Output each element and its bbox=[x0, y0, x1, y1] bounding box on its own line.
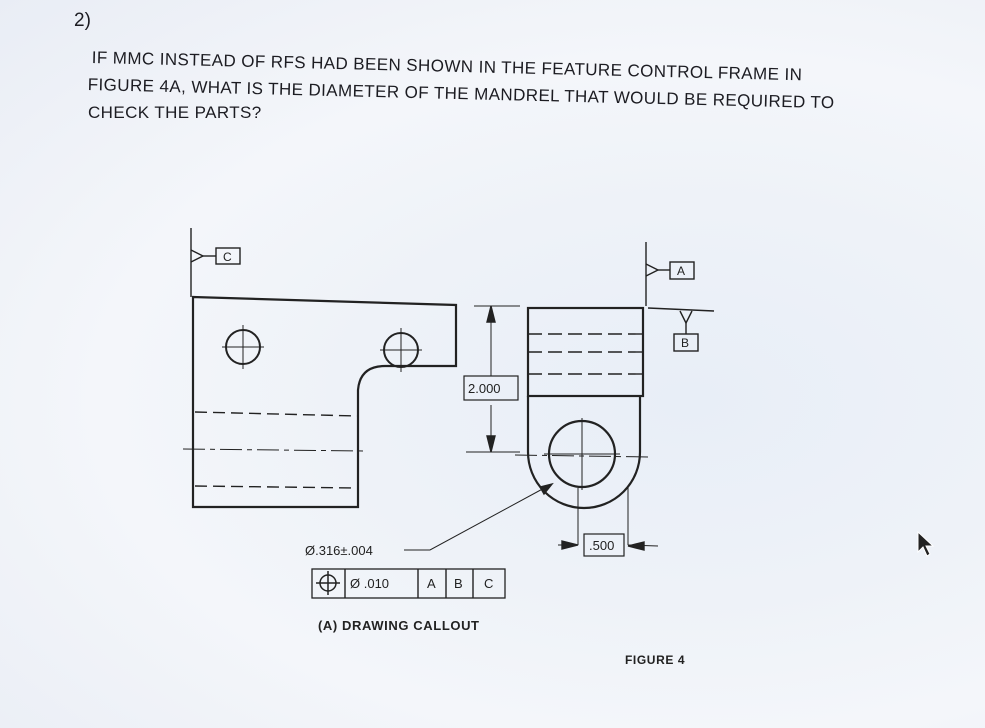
datum-a-label: A bbox=[677, 264, 685, 278]
fcf-datum-3: C bbox=[484, 576, 493, 591]
figure-label: FIGURE 4 bbox=[625, 653, 685, 667]
right-view bbox=[514, 306, 651, 545]
fcf-datum-2: B bbox=[454, 576, 463, 591]
datum-b-label: B bbox=[681, 336, 689, 350]
datum-b-symbol bbox=[647, 307, 715, 352]
position-symbol-icon bbox=[316, 571, 340, 595]
hidden-line-1 bbox=[194, 411, 359, 417]
hole-2 bbox=[380, 328, 422, 372]
mouse-cursor-icon bbox=[917, 530, 935, 557]
drawing-caption: (A) DRAWING CALLOUT bbox=[318, 618, 480, 633]
question-number: 2) bbox=[74, 10, 91, 31]
dim-500 bbox=[558, 533, 659, 557]
left-view-outline bbox=[191, 295, 458, 509]
question-line-3: CHECK THE PARTS? bbox=[88, 103, 262, 122]
feature-control-frame bbox=[311, 568, 506, 599]
datum-c-label: C bbox=[223, 250, 232, 264]
dim-2000-label: 2.000 bbox=[468, 381, 501, 396]
hole-callout-label: Ø.316±.004 bbox=[305, 543, 373, 558]
dim-2000 bbox=[463, 305, 520, 453]
datum-a-symbol bbox=[645, 242, 695, 306]
center-line bbox=[182, 448, 369, 452]
fcf-datum-1: A bbox=[427, 576, 436, 591]
hole-callout-leader bbox=[404, 485, 549, 551]
hidden-line-2 bbox=[194, 485, 359, 489]
hole-1 bbox=[222, 325, 264, 369]
dim-500-label: .500 bbox=[589, 538, 614, 553]
datum-c-symbol bbox=[190, 228, 241, 297]
fcf-tolerance: Ø .010 bbox=[350, 576, 389, 591]
